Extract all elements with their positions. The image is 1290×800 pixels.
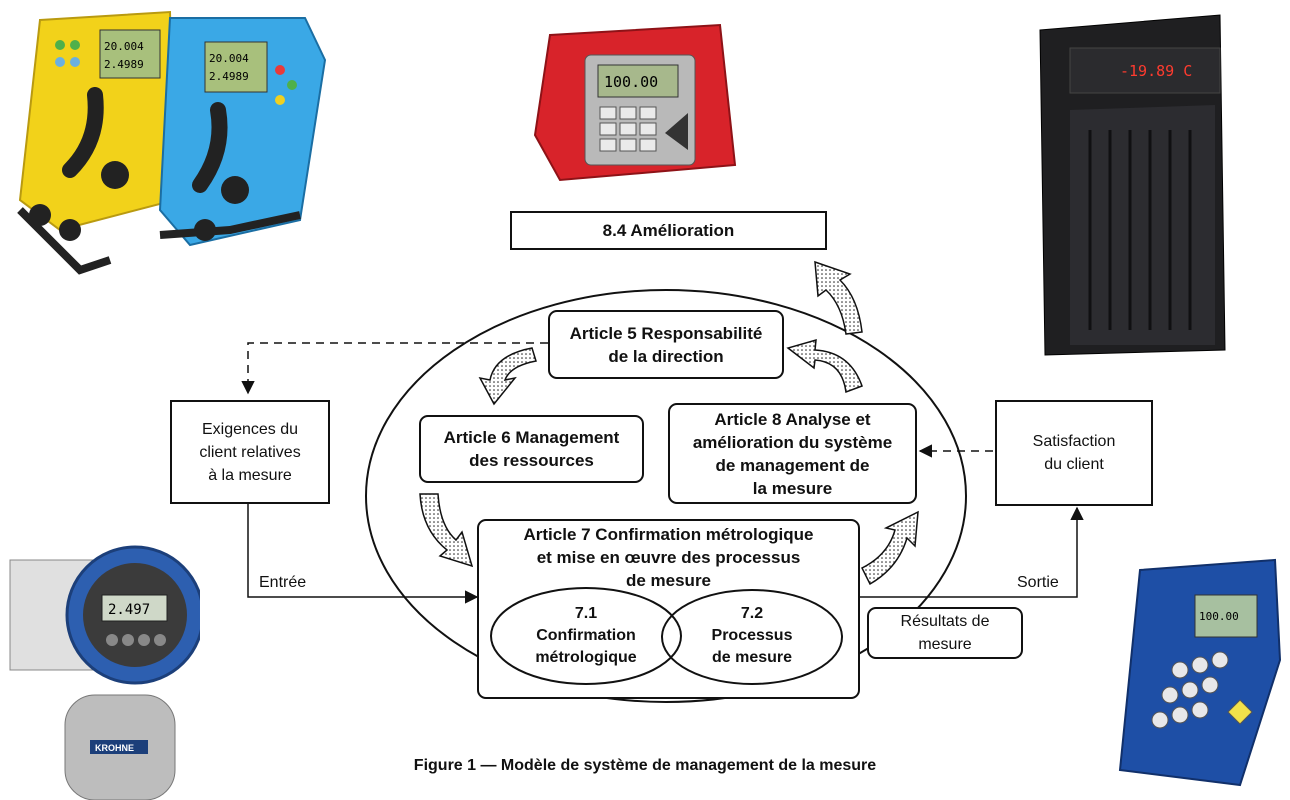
arrow-5-to-6: [478, 347, 537, 406]
output-connector: [860, 506, 1084, 598]
article-7-line-2: et mise en œuvre des processus: [536, 548, 801, 567]
yellow-calibrator: 20.004 2.4989: [17, 10, 177, 275]
article-8-line-2: amélioration du système: [692, 432, 893, 452]
article-6-line-1: Article 6 Management: [443, 428, 620, 447]
handheld-calibrator-image: 100.00: [1118, 558, 1282, 787]
arrow-7-to-8: [860, 510, 919, 586]
sub-7-2-text: 7.2 Processus de mesure: [682, 603, 822, 669]
client-requirements-line-2: client relatives: [199, 443, 301, 461]
article-5-box: Article 5 Responsabilité de la direction: [548, 310, 784, 379]
input-connector: [247, 502, 479, 604]
client-requirements-line-3: à la mesure: [208, 466, 292, 484]
sub-7-1-line-2: métrologique: [535, 649, 637, 666]
improvement-box: 8.4 Amélioration: [510, 211, 827, 250]
article-7-line-3: de mesure: [625, 571, 712, 590]
system-ellipse: [365, 289, 967, 703]
handheld-calibrator-reading: 100.00: [1199, 610, 1239, 623]
arrow-to-improvement: [814, 260, 863, 335]
client-satisfaction-line-2: du client: [1044, 456, 1104, 473]
article-5-line-2: de la direction: [608, 346, 724, 366]
input-label: Entrée: [259, 574, 307, 591]
article-6-box: Article 6 Management des ressources: [419, 415, 644, 483]
sub-7-1-text: 7.1 Confirmation métrologique: [506, 603, 666, 669]
yellow-reading-2: 2.4989: [104, 58, 144, 71]
dry-block-calibrator-image: -19.89 C: [1039, 14, 1226, 356]
torque-tester-reading: 100.00: [604, 73, 658, 91]
article-8-line-3: de management de: [715, 455, 870, 475]
figure-caption: Figure 1 — Modèle de système de manageme…: [413, 757, 877, 774]
article-7-line-1: Article 7 Confirmation métrologique: [523, 525, 814, 544]
client-satisfaction-box: Satisfaction du client: [995, 400, 1153, 506]
results-box: Résultats de mesure: [867, 607, 1023, 659]
flow-arrows: [419, 260, 919, 586]
sub-7-2-line-1: Processus: [711, 627, 793, 644]
article-8-line-4: la mesure: [752, 478, 833, 498]
sub-7-2-line-2: de mesure: [711, 649, 793, 666]
flowmeter-brand: KROHNE: [95, 743, 134, 753]
dry-block-reading: -19.89 C: [1120, 62, 1192, 80]
flowmeter-image: 2.497 KROHNE: [9, 545, 200, 800]
blue-reading-2: 2.4989: [209, 70, 249, 83]
arrow-8-to-5: [786, 338, 863, 394]
improvement-label: 8.4 Amélioration: [602, 221, 735, 240]
results-line-1: Résultats de: [900, 613, 990, 630]
sub-7-1-line-1: Confirmation: [536, 627, 636, 644]
client-satisfaction-line-1: Satisfaction: [1032, 433, 1116, 450]
client-requirements-box: Exigences du client relatives à la mesur…: [170, 400, 330, 504]
pressure-calibrators-image: 20.004 2.4989 20.004 2.4989: [17, 10, 327, 275]
client-requirements-line-1: Exigences du: [201, 420, 299, 438]
output-label: Sortie: [1017, 574, 1059, 591]
flowmeter-reading: 2.497: [108, 602, 150, 618]
sub-7-2-number: 7.2: [740, 605, 764, 622]
article-6-line-2: des ressources: [469, 451, 594, 470]
article-8-line-1: Article 8 Analyse et: [714, 409, 871, 429]
blue-reading-1: 20.004: [209, 52, 249, 65]
arrow-6-to-7: [419, 493, 474, 568]
sub-7-1-number: 7.1: [574, 605, 598, 622]
blue-calibrator: 20.004 2.4989: [158, 17, 327, 247]
results-line-2: mesure: [918, 636, 972, 653]
yellow-reading-1: 20.004: [104, 40, 144, 53]
article-8-box: Article 8 Analyse et amélioration du sys…: [668, 403, 917, 504]
dashed-connector-requirements: [241, 342, 548, 395]
torque-tester-image: 100.00: [533, 23, 737, 182]
article-5-line-1: Article 5 Responsabilité: [569, 323, 763, 343]
